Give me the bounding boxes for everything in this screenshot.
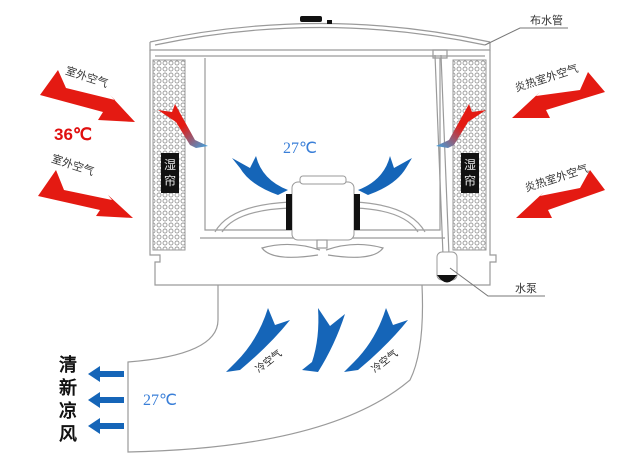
hot-air-arrow-left-bottom	[38, 170, 133, 218]
fan-motor	[286, 175, 360, 241]
cooling-arrow-left	[158, 104, 208, 148]
unit-roof	[149, 22, 491, 57]
cool-air-arrow-duct-3	[344, 308, 408, 372]
cool-air-arrow-duct-1	[226, 308, 290, 372]
cool-air-arrow-fan-right	[358, 156, 412, 195]
water-distribution-pipe	[432, 49, 450, 256]
top-vent-dot	[327, 20, 332, 24]
fan-blade	[261, 239, 384, 258]
cool-air-arrow-duct-2	[302, 308, 345, 372]
label-water-pump: 水泵	[515, 282, 537, 295]
air-duct	[127, 284, 424, 453]
outlet-arrow-2	[88, 392, 124, 408]
label-chamber-temperature: 27℃	[283, 140, 317, 157]
water-pump	[436, 251, 458, 283]
fan-shroud	[214, 201, 426, 233]
label-wet-curtain-right: 湿帘	[461, 153, 479, 193]
label-water-pipe: 布水管	[530, 14, 563, 27]
label-outlet-temperature: 27℃	[143, 392, 177, 409]
outlet-arrow-3	[88, 418, 124, 434]
label-outside-temperature: 36℃	[54, 125, 93, 144]
hot-air-arrow-right-bottom	[516, 170, 605, 218]
label-wet-curtain-left: 湿帘	[161, 153, 179, 193]
cooling-arrow-right	[436, 104, 486, 148]
hot-air-arrow-right-top	[512, 72, 605, 118]
water-pipe-leader	[484, 27, 568, 46]
cabinet-outline	[149, 50, 497, 286]
hot-air-arrow-left-top	[40, 70, 135, 122]
label-fresh-cool-wind: 清新凉风	[59, 355, 77, 445]
outlet-arrow-1	[88, 366, 124, 382]
cool-air-arrow-fan-left	[232, 156, 288, 195]
top-vent-slot	[300, 16, 322, 22]
water-pump-leader	[449, 267, 545, 297]
